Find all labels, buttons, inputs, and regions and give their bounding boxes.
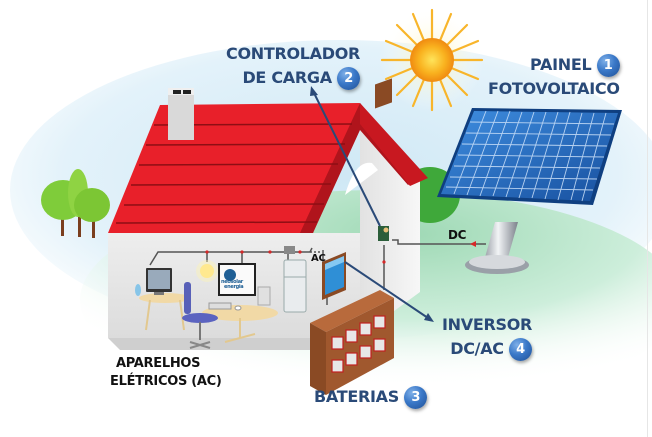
badge-1: 1: [596, 54, 620, 77]
monitor-brand: neosolar energia: [221, 279, 244, 290]
charge-controller-line2: DE CARGA: [242, 68, 332, 87]
solar-panel-line1-row: PAINEL 1: [488, 53, 620, 77]
label-charge-controller: CONTROLADOR DE CARGA 2: [226, 44, 360, 90]
wire-label-dc: DC: [448, 228, 467, 242]
right-border: [647, 0, 648, 437]
label-solar-panel: PAINEL 1 FOTOVOLTAICO: [488, 53, 620, 101]
charge-controller-line2-row: DE CARGA 2: [226, 67, 361, 90]
badge-3: 3: [404, 386, 428, 409]
label-appliances: APARELHOS ELÉTRICOS (AC): [110, 355, 222, 391]
wire-label-ac: AC: [311, 253, 326, 264]
charge-controller-line1: CONTROLADOR: [226, 44, 361, 63]
label-inverter: INVERSOR DC/AC 4: [442, 313, 532, 361]
inverter: [322, 252, 346, 300]
inverter-line2-row: DC/AC 4: [442, 337, 533, 361]
badge-2: 2: [337, 67, 361, 90]
roof: [108, 88, 428, 233]
sun-icon: [380, 8, 484, 112]
inverter-line2: DC/AC: [450, 339, 504, 358]
appliances: [135, 259, 307, 349]
badge-4: 4: [509, 338, 533, 361]
monitor-brand-line1: neosolar: [221, 279, 243, 285]
solar-panel-line2: FOTOVOLTAICO: [488, 79, 620, 98]
trees: [41, 169, 110, 238]
solar-panel-line1: PAINEL: [530, 55, 592, 74]
solar-panel: [437, 108, 622, 274]
charge-controller: [375, 78, 392, 241]
battery-bank: [310, 290, 394, 395]
monitor-brand-line2: energia: [224, 284, 244, 290]
label-batteries: BATERIAS 3: [314, 385, 428, 409]
appliances-line2: ELÉTRICOS (AC): [110, 374, 222, 389]
inverter-line1: INVERSOR: [442, 315, 533, 334]
batteries-text: BATERIAS: [314, 387, 399, 406]
appliances-line1: APARELHOS: [116, 356, 201, 371]
